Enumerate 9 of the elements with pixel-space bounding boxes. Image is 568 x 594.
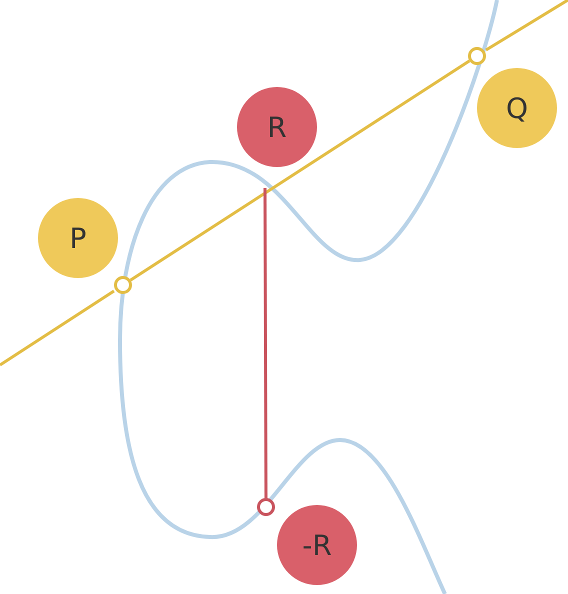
connector-line (264, 188, 268, 498)
point-label: P (38, 198, 118, 278)
connector-line (130, 60, 470, 282)
point-marker (257, 498, 275, 516)
point-marker (114, 276, 132, 294)
point-label: R (237, 87, 317, 167)
point-label: -R (277, 505, 357, 585)
point-label: Q (477, 68, 557, 148)
point-marker (468, 47, 486, 65)
